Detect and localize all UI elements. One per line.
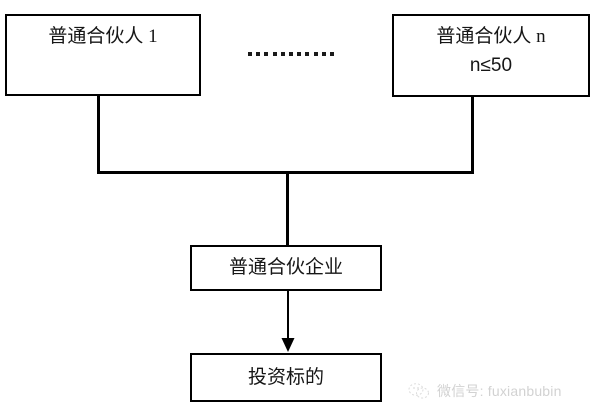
arrow-partnership-to-target [281, 291, 295, 352]
ellipsis-dot [272, 52, 277, 56]
node-partnership-label: 普通合伙企业 [228, 257, 343, 279]
watermark-text: 微信号: fuxianbubin [437, 383, 562, 399]
node-partner-n-sublabel: n≤50 [469, 54, 513, 76]
ellipsis-dot [313, 52, 318, 56]
ellipsis-dot [280, 52, 285, 56]
connector-center-drop [286, 171, 289, 247]
node-partnership: 普通合伙企业 [190, 245, 382, 291]
connector-partner-n-drop [471, 95, 474, 174]
node-partner-1: 普通合伙人 1 [5, 14, 201, 96]
node-target-label: 投资标的 [247, 366, 324, 388]
ellipsis-dot [248, 52, 252, 56]
node-partner-n-label: 普通合伙人 n [436, 26, 546, 47]
ellipsis-dot [321, 52, 326, 56]
ellipsis-dot [264, 52, 269, 56]
ellipsis-dot [288, 52, 293, 56]
wechat-icon [408, 383, 429, 399]
ellipsis-dot [329, 52, 334, 56]
node-partner-1-label: 普通合伙人 1 [48, 26, 158, 47]
ellipsis-dot [256, 52, 261, 56]
watermark: 微信号: fuxianbubin [408, 381, 562, 401]
node-partner-n: 普通合伙人 n n≤50 [392, 14, 590, 97]
ellipsis-dot [305, 52, 310, 56]
connector-partner-1-drop [97, 94, 100, 174]
ellipsis-dot [297, 52, 302, 56]
ellipsis-dots [248, 43, 334, 65]
connector-horizontal-bus [97, 171, 474, 174]
node-target: 投资标的 [190, 353, 382, 402]
